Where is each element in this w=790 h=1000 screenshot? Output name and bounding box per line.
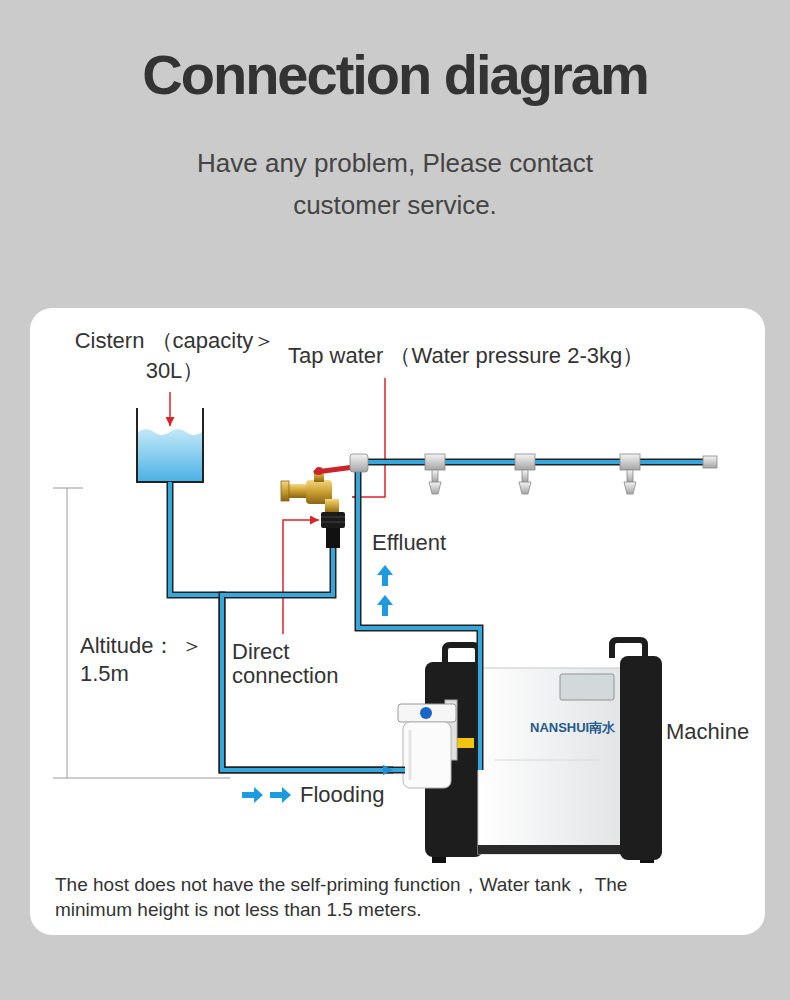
nozzle-fittings [627,470,633,482]
misting-machine [445,700,457,760]
water-pipe [170,482,393,770]
flow-arrow [270,787,291,803]
misting-machine [420,707,432,719]
water-tap [281,466,362,548]
dimension-label: Altitude： ＞1.5m [80,632,205,688]
cistern-tank [137,408,203,482]
effluent-pipe [358,462,705,770]
inlet-stub [392,770,405,771]
callout-label: Direct connection [232,640,367,688]
nozzle-fittings [620,454,640,470]
misting-machine [478,845,624,854]
subtitle: Have any problem, Please contact custome… [175,142,615,226]
edge-label: Flooding [300,782,384,808]
altitude-bracket [67,488,68,778]
cistern-tank [137,408,203,482]
node-text: Machine [666,718,749,746]
node-title: Tap water （Water pressure 2-3kg） [288,342,644,370]
water-tap [314,470,324,482]
pipe-connector [222,548,393,770]
water-tap [281,481,289,501]
water-tap [321,512,345,528]
flow-arrow [377,595,393,616]
misting-machine [620,656,662,860]
nozzle-fittings [515,454,535,470]
flow-arrow [377,565,393,586]
altitude-bracket [53,488,83,489]
misting-machine [452,738,474,748]
cistern-node: Cistern （capacity＞30L） [70,322,286,482]
nozzle-fittings [429,482,441,494]
misting-machine [432,855,446,863]
misting-machine [398,640,662,863]
misting-machine [560,674,614,700]
nozzle-fittings [350,454,717,494]
cistern-tank [138,429,202,481]
misting-machine [398,704,456,722]
altitude-bracket [53,488,230,778]
effluent-pipe [358,470,480,770]
water-tap [315,467,323,475]
effluent-pipe [358,470,480,770]
nozzle-fittings [519,482,531,494]
leader-line [283,520,319,634]
water-pipe [222,548,393,770]
diagram-title: Connection diagram [0,42,790,108]
nozzle-fittings [432,470,438,482]
flow-label: Effluent [372,530,446,556]
effluent-pipe [367,460,705,464]
water-tap [326,528,340,548]
effluent-pipe [367,459,705,466]
tap-node: Tap water （Water pressure 2-3kg） [280,338,650,548]
machine-node: NANSHUI南水 Machine [393,640,765,862]
altitude-bracket [53,778,230,779]
pipe-connector [170,482,393,770]
misting-machine [445,645,478,666]
white-card [30,308,765,935]
inlet-stub [392,768,405,772]
inlet-stub [392,767,405,774]
flow-arrow [242,787,263,803]
misting-machine [640,855,654,863]
leader-line [169,392,171,426]
node-title: NANSHUI南水 [530,720,615,736]
nozzle-fittings [425,454,445,470]
nozzle-fittings [522,470,528,482]
caption-note: The host does not have the self-priming … [55,872,667,922]
water-tap [325,499,339,513]
misting-machine [425,662,483,857]
water-tap [283,484,309,498]
water-tap [306,480,332,504]
misting-machine [403,722,451,788]
misting-machine [495,760,600,761]
nozzle-fittings [703,456,717,468]
node-title: Cistern （capacity＞30L） [70,326,280,386]
misting-machine [612,640,645,658]
pipe-outline [222,548,393,770]
nozzle-fittings [350,454,368,472]
water-tap [321,522,345,523]
water-tap [321,517,345,518]
misting-machine [478,668,624,854]
nozzle-fittings [624,482,636,494]
misting-machine [409,730,412,780]
leader-line [352,378,385,497]
water-tap [316,466,362,472]
pipe-outline [170,482,393,770]
